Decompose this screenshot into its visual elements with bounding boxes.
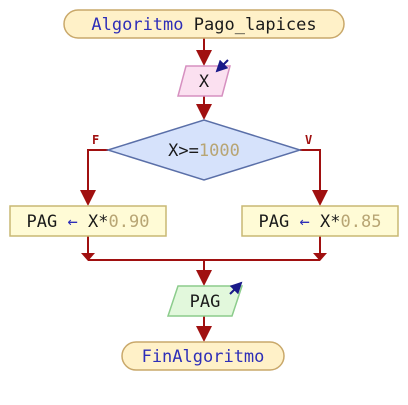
merge-arrowheads — [81, 253, 327, 261]
assign-true-value: 0.85 — [341, 212, 382, 232]
output-var: PAG — [190, 292, 221, 312]
end-terminal: FinAlgoritmo — [121, 341, 285, 371]
assign-false-target: PAG — [27, 212, 58, 232]
connector-decision-false — [80, 149, 108, 206]
false-label: F — [92, 133, 99, 147]
algorithm-name: Pago_lapices — [194, 15, 317, 35]
output-marker-icon — [229, 281, 243, 295]
assign-true-target: PAG — [259, 212, 290, 232]
output-block: PAG — [166, 281, 244, 317]
decision-left: X>= — [168, 141, 199, 161]
svg-text:PAG ← X*0.90: PAG ← X*0.90 — [27, 212, 150, 232]
assign-true-expr: X* — [320, 212, 340, 232]
assign-true-arrow-icon: ← — [300, 212, 310, 232]
svg-text:X>=1000: X>=1000 — [168, 141, 240, 161]
merge-arrow-left — [81, 253, 95, 261]
connectors — [80, 38, 328, 342]
svg-text:PAG ← X*0.85: PAG ← X*0.85 — [259, 212, 382, 232]
decision-value: 1000 — [199, 141, 240, 161]
svg-text:Algoritmo Pago_lapices: Algoritmo Pago_lapices — [91, 15, 316, 35]
true-label: V — [305, 133, 312, 147]
input-marker-icon — [215, 59, 229, 73]
assign-true-block: PAG ← X*0.85 — [241, 205, 399, 237]
decision-block: X>=1000 F V — [92, 119, 312, 181]
merge-arrow-right — [313, 253, 327, 261]
input-block: X — [177, 59, 231, 97]
assign-false-block: PAG ← X*0.90 — [9, 205, 167, 237]
end-keyword: FinAlgoritmo — [142, 347, 265, 367]
assign-false-value: 0.90 — [109, 212, 150, 232]
input-var: X — [199, 72, 210, 92]
connector-decision-true — [300, 149, 328, 206]
assign-false-arrow-icon: ← — [68, 212, 78, 232]
start-terminal: Algoritmo Pago_lapices — [63, 9, 345, 39]
assign-false-expr: X* — [88, 212, 108, 232]
start-name — [184, 15, 194, 35]
start-keyword: Algoritmo — [91, 15, 183, 35]
